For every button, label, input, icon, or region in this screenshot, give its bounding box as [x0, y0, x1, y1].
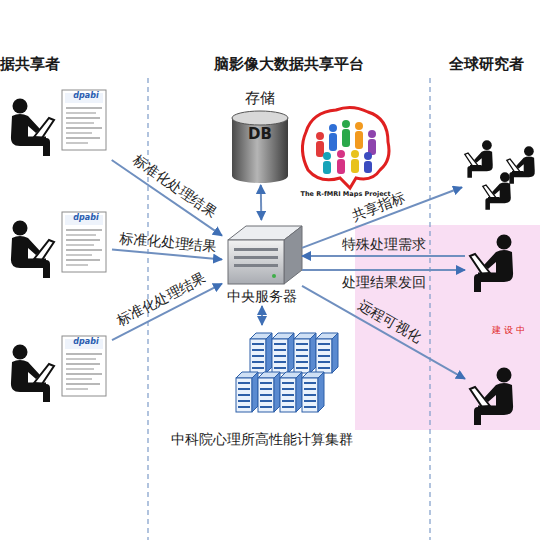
person-icon	[11, 221, 54, 279]
edge-label: 处理结果发回	[342, 275, 426, 289]
researcher-node	[465, 232, 525, 294]
storage-label: 存储	[228, 90, 292, 107]
server-label: 中央服务器	[222, 288, 302, 304]
cluster-icon	[236, 333, 338, 412]
column-heading: 脑影像大数据共享平台	[150, 56, 428, 73]
software-logo: dpabi	[64, 337, 108, 346]
software-logo: dpabi	[64, 213, 108, 222]
server-node: 中央服务器	[222, 220, 302, 306]
database-node: 存储 DB	[228, 90, 292, 185]
flow-arrow	[261, 306, 263, 325]
column-band: 全球研究者建设中	[432, 50, 540, 470]
person-icon	[11, 345, 54, 403]
status-note: 建设中	[480, 325, 540, 335]
cluster-label: 中科院心理所高性能计算集群	[160, 431, 364, 447]
edge-label: 标准化处理结果	[119, 231, 218, 254]
flow-arrow	[260, 185, 263, 220]
column-heading: 全球研究者	[432, 56, 540, 73]
person-icon	[11, 99, 54, 157]
sharer-node: dpabi	[2, 85, 112, 160]
database-cylinder	[232, 111, 288, 183]
edge-label: 特殊处理需求	[342, 237, 426, 251]
sharer-node: dpabi	[2, 207, 112, 282]
person-icon	[465, 140, 493, 177]
brain-logo	[302, 107, 389, 188]
server-icon	[228, 226, 302, 284]
software-logo: dpabi	[64, 91, 108, 100]
cluster-node: 中科院心理所高性能计算集群	[160, 325, 364, 460]
logo-node: The R-fMRI Maps Project	[298, 105, 393, 205]
person-icon	[483, 172, 511, 209]
researcher-node	[465, 365, 525, 427]
column-heading: 据共享者	[0, 56, 146, 73]
edge-label: 标准化处理结果	[130, 153, 219, 220]
person-icon	[507, 146, 535, 183]
construction-band: 建设中	[355, 225, 540, 430]
sharer-node: dpabi	[2, 331, 112, 406]
edge-label: 标准化处理结果	[114, 271, 208, 328]
column-band: 据共享者 dpabi dpabi dpabi	[0, 50, 146, 470]
researcher-group	[462, 135, 540, 210]
database-label: DB	[228, 126, 292, 143]
